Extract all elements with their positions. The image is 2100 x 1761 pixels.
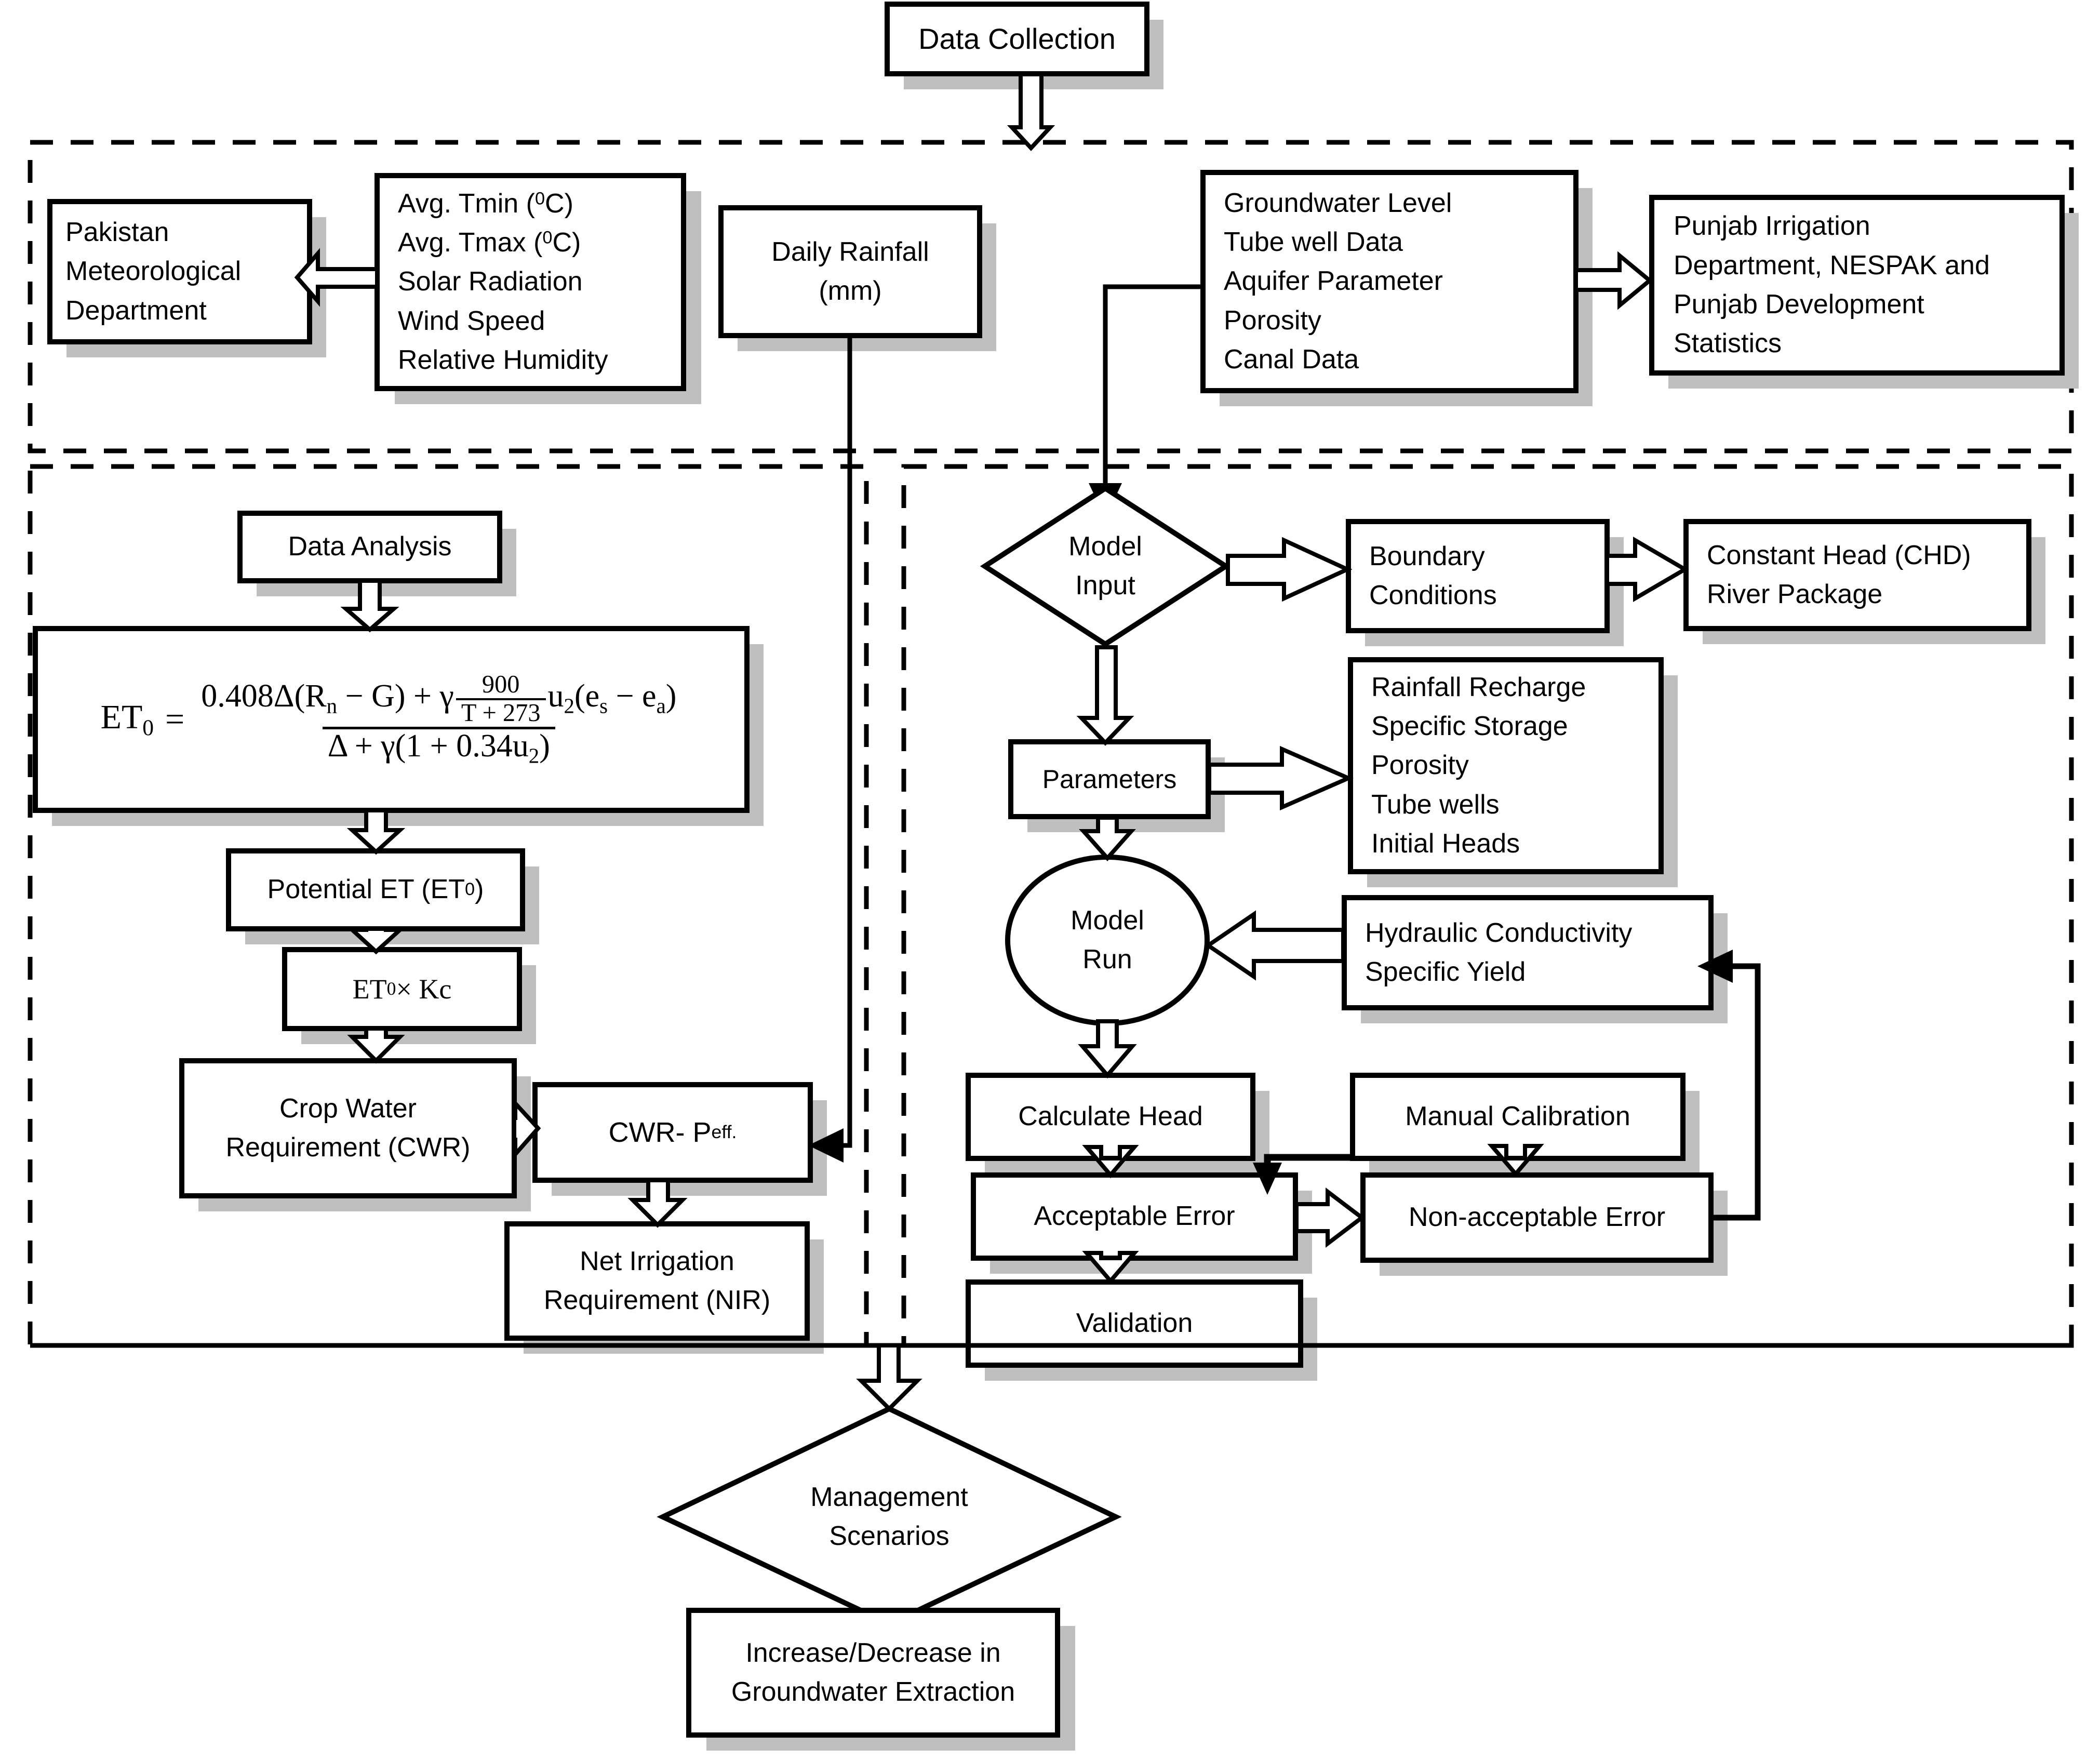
node-calculate-head[interactable]	[966, 1073, 1255, 1161]
node-manual-calibration[interactable]	[1350, 1073, 1686, 1161]
formula-inner-num: 900	[481, 671, 520, 699]
arrow-modelinput-to-parameters	[1076, 645, 1134, 746]
node-net-irrigation-requirement[interactable]	[504, 1221, 810, 1341]
line-rainfall-to-cwrpeff	[837, 336, 852, 1148]
formula-inner-den: T + 273	[456, 698, 546, 727]
arrow-parameters-to-modelrun	[1079, 816, 1136, 862]
node-non-acceptable-error[interactable]	[1360, 1172, 1714, 1263]
node-cwr-minus-peff[interactable]	[532, 1082, 813, 1183]
node-et0-formula	[33, 626, 750, 813]
line-gwdata-to-modelinput	[1103, 284, 1203, 488]
node-model-run[interactable]	[1005, 855, 1210, 1026]
arrow-boundary-to-chd	[1605, 537, 1689, 602]
node-potential-et[interactable]	[226, 848, 525, 931]
section-frame-modelling	[901, 464, 2074, 1348]
node-agencies[interactable]	[1649, 195, 2065, 376]
arrow-cwr-to-cwrpeff	[512, 1098, 541, 1160]
formula-denominator: Δ + γ(1 + 0.34u2)	[322, 726, 555, 767]
arrowhead-cwrpeff	[808, 1128, 844, 1163]
arrow-modelrun-to-calchead	[1078, 1019, 1137, 1079]
node-parameters[interactable]	[1008, 739, 1211, 819]
arrow-hydraulic-to-modelrun	[1204, 910, 1345, 981]
node-groundwater-extraction[interactable]	[686, 1608, 1060, 1738]
node-daily-rainfall[interactable]	[718, 205, 982, 338]
arrow-calchead-to-acceptable	[1082, 1145, 1139, 1179]
arrow-analysis-to-formula	[340, 579, 399, 633]
node-constant-head[interactable]	[1683, 519, 2031, 631]
node-management-scenarios[interactable]	[657, 1406, 1122, 1627]
node-met-variables[interactable]	[374, 173, 686, 391]
node-crop-water-requirement[interactable]	[179, 1058, 517, 1198]
node-boundary-conditions[interactable]	[1346, 519, 1610, 633]
arrow-gwdata-to-agencies	[1574, 251, 1653, 310]
arrow-formula-to-potentialet	[346, 808, 406, 855]
arrow-etkc-to-cwr	[347, 1026, 405, 1064]
node-acceptable-error[interactable]	[971, 1172, 1298, 1261]
arrow-parameters-to-paramlist	[1207, 745, 1354, 811]
node-data-analysis[interactable]	[237, 511, 502, 583]
node-validation[interactable]	[966, 1279, 1303, 1368]
node-model-input[interactable]	[980, 485, 1231, 647]
arrow-sections-to-scenarios	[856, 1343, 922, 1412]
node-hydraulic-conductivity[interactable]	[1342, 895, 1714, 1010]
arrowhead-acceptable-error	[1253, 1163, 1282, 1195]
arrow-cwrpeff-to-nir	[627, 1178, 688, 1228]
node-et0-kc[interactable]	[282, 947, 522, 1031]
arrow-metvars-to-pmd	[294, 248, 379, 307]
arrow-modelinput-to-boundary	[1226, 537, 1353, 602]
arrowhead-hydraulic	[1697, 950, 1733, 983]
node-pakistan-met-dept[interactable]	[47, 199, 312, 344]
connector-data-collection-down	[1007, 71, 1055, 151]
node-data-collection[interactable]	[885, 2, 1149, 76]
arrow-calibration-to-nonacceptable	[1487, 1144, 1544, 1178]
arrow-acceptable-to-validation	[1082, 1251, 1139, 1285]
node-groundwater-data[interactable]	[1200, 170, 1579, 393]
node-parameter-list[interactable]	[1348, 657, 1664, 874]
arrow-potentialet-to-etkc	[346, 927, 406, 955]
arrow-acceptable-to-nonacceptable	[1294, 1187, 1366, 1248]
section-frame-data-analysis	[28, 464, 869, 1348]
line-nonacceptable-feedback	[1712, 963, 1761, 1221]
